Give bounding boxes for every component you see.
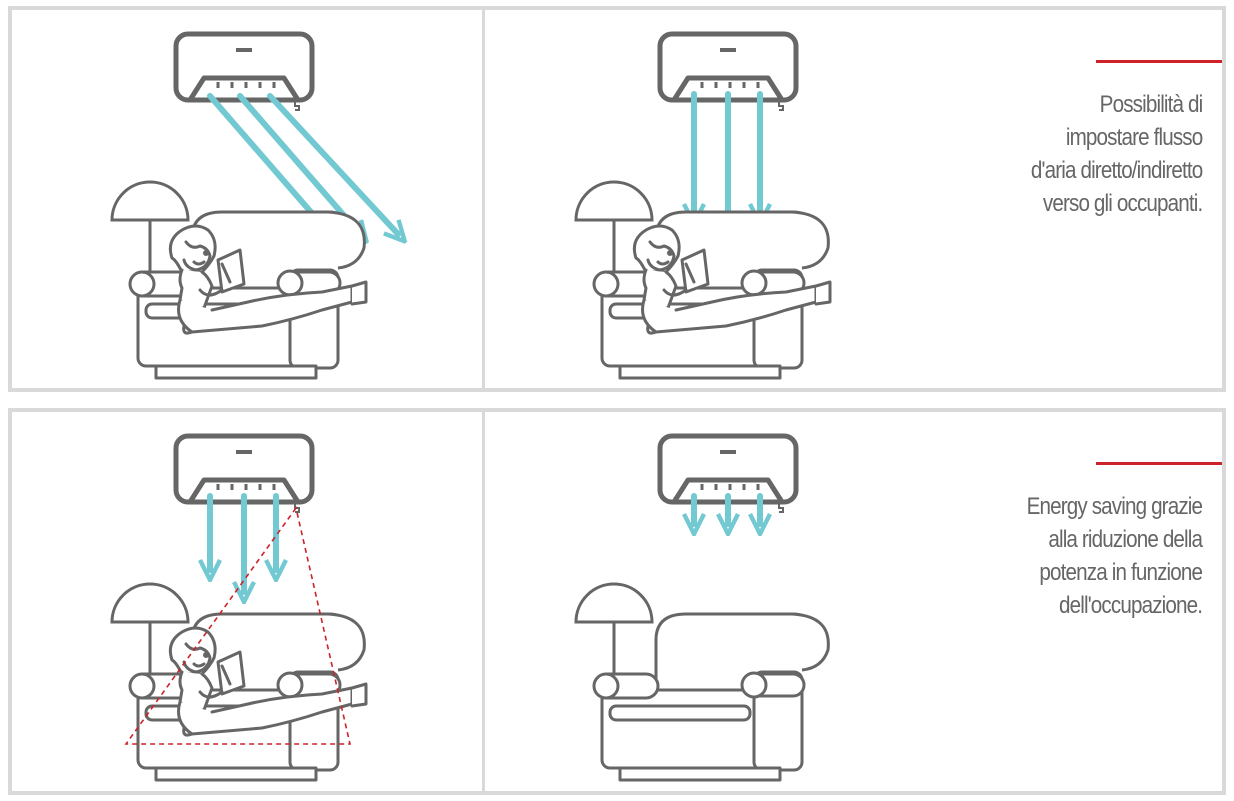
energy-saving-illustration bbox=[110, 412, 830, 782]
empty-sofa-icon bbox=[592, 612, 830, 782]
airflow-direction-illustration bbox=[110, 10, 832, 380]
presence-sensor-cone bbox=[124, 506, 352, 745]
caption-line: verso gli occupanti. bbox=[1042, 190, 1203, 217]
accent-rule bbox=[1096, 462, 1222, 465]
caption-line: potenza in funzione bbox=[1039, 559, 1203, 586]
caption-line: Energy saving grazie bbox=[1026, 493, 1202, 520]
caption-line: alla riduzione della bbox=[1048, 526, 1203, 553]
caption-line: dell'occupazione. bbox=[1058, 592, 1203, 619]
airflow-arrows bbox=[210, 493, 276, 592]
caption-line: d'aria diretto/indiretto bbox=[1030, 157, 1203, 184]
caption-line: Possibilità di bbox=[1099, 91, 1203, 118]
caption-line: impostare flusso bbox=[1065, 124, 1202, 151]
caption-airflow: Possibilità di impostare flusso d'aria d… bbox=[1030, 88, 1203, 220]
panel-airflow-direction: Possibilità di impostare flusso d'aria d… bbox=[8, 6, 1226, 392]
panel-energy-saving: Energy saving grazie alla riduzione dell… bbox=[8, 408, 1226, 795]
reduced-airflow-arrows bbox=[694, 493, 760, 524]
caption-energy-saving: Energy saving grazie alla riduzione dell… bbox=[1026, 490, 1202, 622]
panel-divider bbox=[482, 412, 485, 791]
panel-divider bbox=[482, 10, 485, 388]
accent-rule bbox=[1096, 60, 1222, 63]
